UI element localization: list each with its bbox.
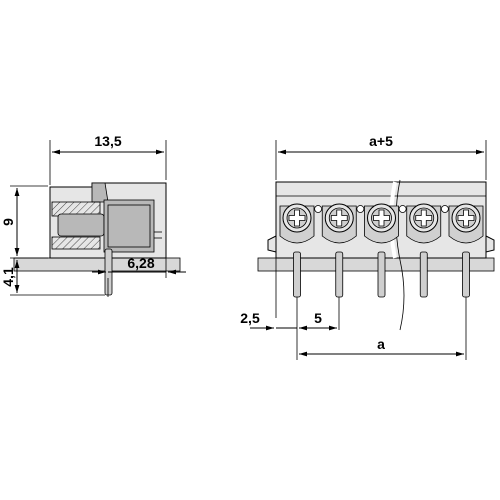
dim-total-length: a+5 [369, 133, 393, 149]
front-view [257, 179, 495, 331]
housing-hole [398, 205, 407, 213]
side-screw [57, 213, 105, 237]
side-view [13, 182, 181, 296]
side-hatch-bottom [51, 236, 101, 250]
side-clamp [103, 199, 155, 253]
dim-pitch: 5 [314, 310, 322, 326]
dim-width-side: 13,5 [94, 133, 121, 149]
side-top-wedge [91, 182, 109, 203]
housing-hole [440, 205, 449, 213]
dim-pin-offset: 6,28 [127, 255, 154, 271]
dim-below-pcb: 4,1 [0, 267, 16, 287]
pin [462, 251, 470, 298]
pin [335, 251, 344, 298]
dim-pin-span: a [377, 336, 385, 352]
terminal-group [279, 203, 484, 298]
pin [419, 251, 428, 298]
side-pcb [13, 257, 181, 272]
side-clamp-inner [107, 204, 151, 248]
side-dimensions: 13,5 9 4,1 6,28 [0, 133, 186, 297]
dim-edge-offset: 2,5 [240, 310, 260, 326]
pin [377, 251, 386, 298]
housing-hole [356, 205, 365, 213]
front-dimensions: a+5 2,5 5 a [240, 133, 487, 360]
pin [293, 251, 301, 298]
housing-hole [314, 205, 323, 213]
dim-height: 9 [0, 218, 16, 226]
